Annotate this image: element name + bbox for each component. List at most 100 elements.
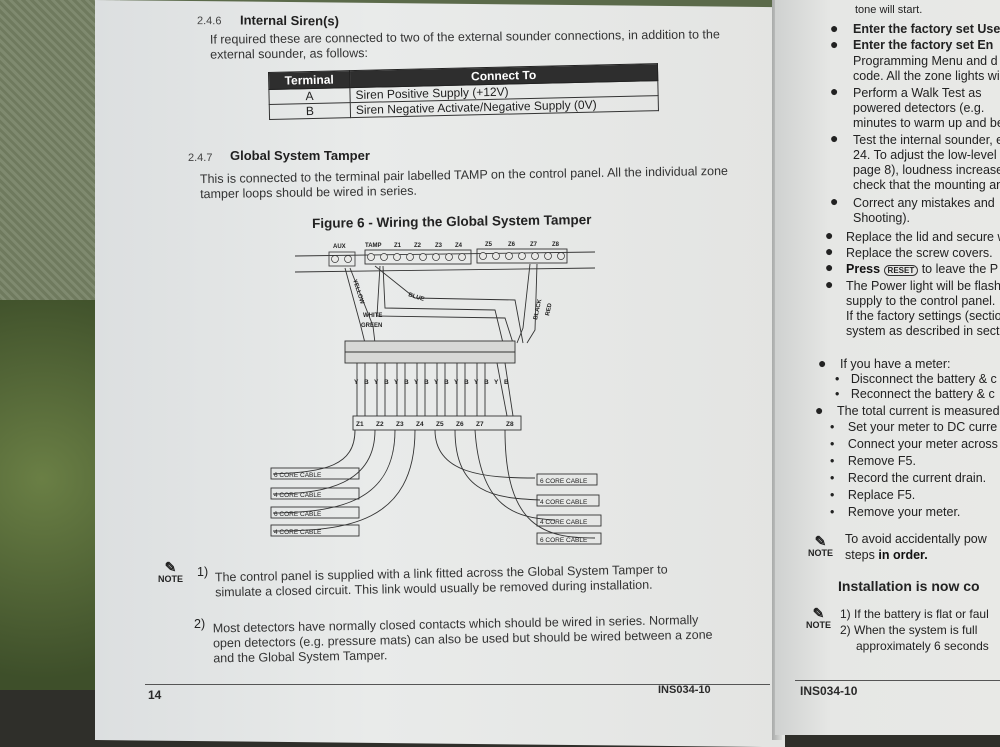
zone-label: Z4 bbox=[416, 421, 424, 428]
bullet-dot: ● bbox=[825, 243, 834, 259]
yb-label: B bbox=[464, 379, 469, 386]
right-top-line: tone will start. bbox=[855, 4, 923, 16]
cable-label: 6 CORE CABLE bbox=[540, 537, 588, 544]
right-cont-line: minutes to warm up and be bbox=[853, 116, 1000, 130]
right-bullet: Perform a Walk Test as bbox=[853, 86, 982, 100]
yb-label: B bbox=[364, 379, 369, 386]
yb-label: Y bbox=[394, 379, 399, 386]
panel-label: AUX bbox=[333, 244, 346, 250]
right-cont-line: Programming Menu and d bbox=[853, 54, 998, 68]
right-footer-rule bbox=[795, 680, 1000, 681]
wire-label: GREEN bbox=[361, 323, 382, 329]
current-item: • Remove your meter. bbox=[830, 505, 961, 519]
wiring-diagram: AUX TAMP Z1 Z2 Z3 Z4 Z5 Z6 Z7 Z8 YELLOW … bbox=[270, 242, 602, 545]
yb-label: Y bbox=[354, 379, 359, 386]
note-icon: ✎ NOTE bbox=[806, 605, 832, 630]
current-item: • Replace F5. bbox=[830, 488, 916, 502]
yb-label: Y bbox=[474, 379, 479, 386]
terminal-screws bbox=[331, 252, 565, 263]
zone-label: Z2 bbox=[376, 421, 384, 428]
yb-label: Y bbox=[494, 379, 499, 386]
right-note-line: steps in order. bbox=[845, 548, 928, 562]
yb-label: Y bbox=[454, 379, 459, 386]
yb-label: Y bbox=[374, 379, 379, 386]
right-bullet: Test the internal sounder, e bbox=[853, 133, 1000, 147]
wire-label: WHITE bbox=[363, 313, 382, 319]
bullet-dot: ● bbox=[830, 36, 839, 52]
section-number-246: 2.4.6 bbox=[197, 15, 222, 28]
zone-label: Z1 bbox=[356, 421, 364, 428]
right-cont-line: code. All the zone lights wil bbox=[853, 69, 1000, 83]
current-item: • Set your meter to DC curre bbox=[830, 420, 998, 434]
right-note-2: 2) When the system is full bbox=[840, 623, 978, 637]
right-bullet: Enter the factory set Use bbox=[853, 22, 1000, 36]
section-title-internal-siren: Internal Siren(s) bbox=[240, 12, 339, 29]
panel-label: Z1 bbox=[394, 243, 402, 249]
table-header-terminal: Terminal bbox=[268, 70, 350, 90]
right-note-1: 1) If the battery is flat or faul bbox=[840, 607, 989, 621]
right-cont-line: If the factory settings (sectio bbox=[846, 309, 1000, 323]
zone-label: Z8 bbox=[506, 421, 514, 428]
reset-key: RESET bbox=[883, 265, 919, 276]
yb-label: B bbox=[444, 379, 449, 386]
bullet-dot: ● bbox=[815, 402, 824, 418]
right-bullet: Replace the lid and secure w bbox=[846, 230, 1000, 244]
note-2-number: 2) bbox=[194, 617, 206, 631]
zone-label: Z3 bbox=[396, 421, 404, 428]
page-number: 14 bbox=[148, 688, 162, 702]
table-cell: B bbox=[269, 102, 351, 120]
cable-label: 6 CORE CABLE bbox=[540, 478, 588, 485]
siren-terminal-table: Terminal Connect To A Siren Positive Sup… bbox=[268, 63, 659, 120]
current-item: • Remove F5. bbox=[830, 454, 916, 468]
yb-label: B bbox=[504, 379, 509, 386]
panel-label: Z5 bbox=[485, 242, 493, 248]
right-note-line: To avoid accidentally pow bbox=[845, 532, 987, 546]
panel-label: Z3 bbox=[435, 243, 443, 249]
section-title-global-tamper: Global System Tamper bbox=[230, 148, 370, 163]
wire-label: YELLOW bbox=[351, 279, 365, 306]
meter-bullet: If you have a meter: bbox=[840, 357, 951, 371]
bullet-dot: ● bbox=[830, 130, 839, 146]
right-bullet-press: Press RESET to leave the P bbox=[846, 262, 999, 276]
panel-label: TAMP bbox=[365, 243, 382, 249]
yb-label: B bbox=[404, 379, 409, 386]
right-note-2-cont: approximately 6 seconds bbox=[856, 639, 989, 653]
current-item: • Connect your meter across bbox=[830, 437, 998, 451]
section-body-internal-siren: If required these are connected to two o… bbox=[209, 27, 720, 62]
wire-label: RED bbox=[545, 302, 554, 316]
right-cont-line: page 8), loudness increase bbox=[853, 163, 1000, 177]
right-cont-line: powered detectors (e.g. bbox=[853, 101, 985, 115]
bullet-dot: ● bbox=[830, 83, 839, 99]
yb-label: B bbox=[424, 379, 429, 386]
cable-label: 4 CORE CABLE bbox=[540, 499, 588, 506]
footer-doc-code: INS034-10 bbox=[658, 684, 711, 696]
section-number-247: 2.4.7 bbox=[188, 152, 213, 164]
note-icon: ✎ NOTE bbox=[808, 533, 834, 558]
current-item: • Record the current drain. bbox=[830, 471, 987, 485]
wire-label: BLACK bbox=[533, 298, 543, 320]
cable-label: 6 CORE CABLE bbox=[274, 511, 322, 518]
cable-label: 6 CORE CABLE bbox=[274, 472, 322, 479]
note-1-number: 1) bbox=[197, 565, 209, 579]
cable-label: 4 CORE CABLE bbox=[274, 529, 322, 536]
note-icon: ✎ NOTE bbox=[158, 559, 184, 584]
bullet-dot: ● bbox=[818, 355, 827, 371]
bullet-dot: ● bbox=[825, 259, 834, 275]
panel-label: Z4 bbox=[455, 243, 463, 249]
right-cont-line: Shooting). bbox=[853, 211, 910, 225]
right-cont-line: supply to the control panel. bbox=[846, 294, 996, 308]
yb-label: B bbox=[484, 379, 489, 386]
wire-label: BLUE bbox=[407, 292, 424, 303]
right-page bbox=[775, 0, 1000, 735]
yb-label: Y bbox=[414, 379, 419, 386]
cable-label: 4 CORE CABLE bbox=[274, 492, 322, 499]
yb-label: B bbox=[384, 379, 389, 386]
zone-label: Z7 bbox=[476, 421, 484, 428]
right-cont-line: 24. To adjust the low-level bbox=[853, 148, 997, 162]
installation-complete-heading: Installation is now co bbox=[838, 578, 980, 594]
right-bullet: Correct any mistakes and bbox=[853, 196, 995, 210]
footer-rule bbox=[145, 684, 770, 685]
zone-label: Z5 bbox=[436, 421, 444, 428]
right-footer-doc-code: INS034-10 bbox=[800, 684, 858, 698]
panel-label: Z2 bbox=[414, 243, 422, 249]
